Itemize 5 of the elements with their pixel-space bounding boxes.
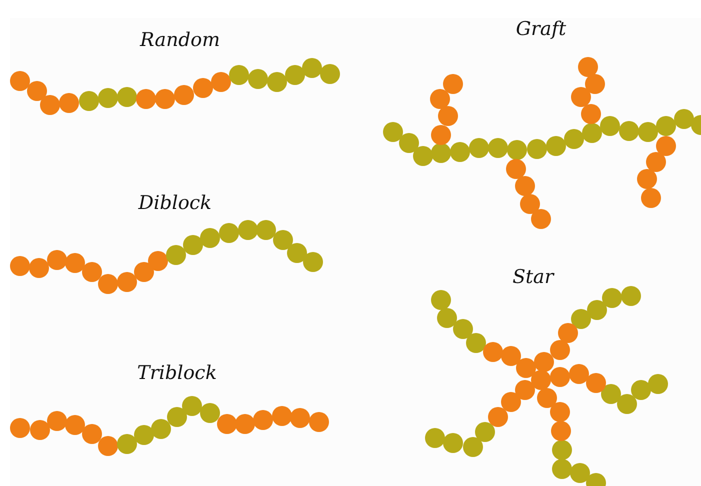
panel-heading: Random <box>140 29 220 51</box>
panel-heading: Triblock <box>137 362 217 384</box>
panel-heading: Diblock <box>138 192 212 214</box>
panel-heading: Star <box>512 266 554 288</box>
panel-heading: Graft <box>516 18 566 40</box>
